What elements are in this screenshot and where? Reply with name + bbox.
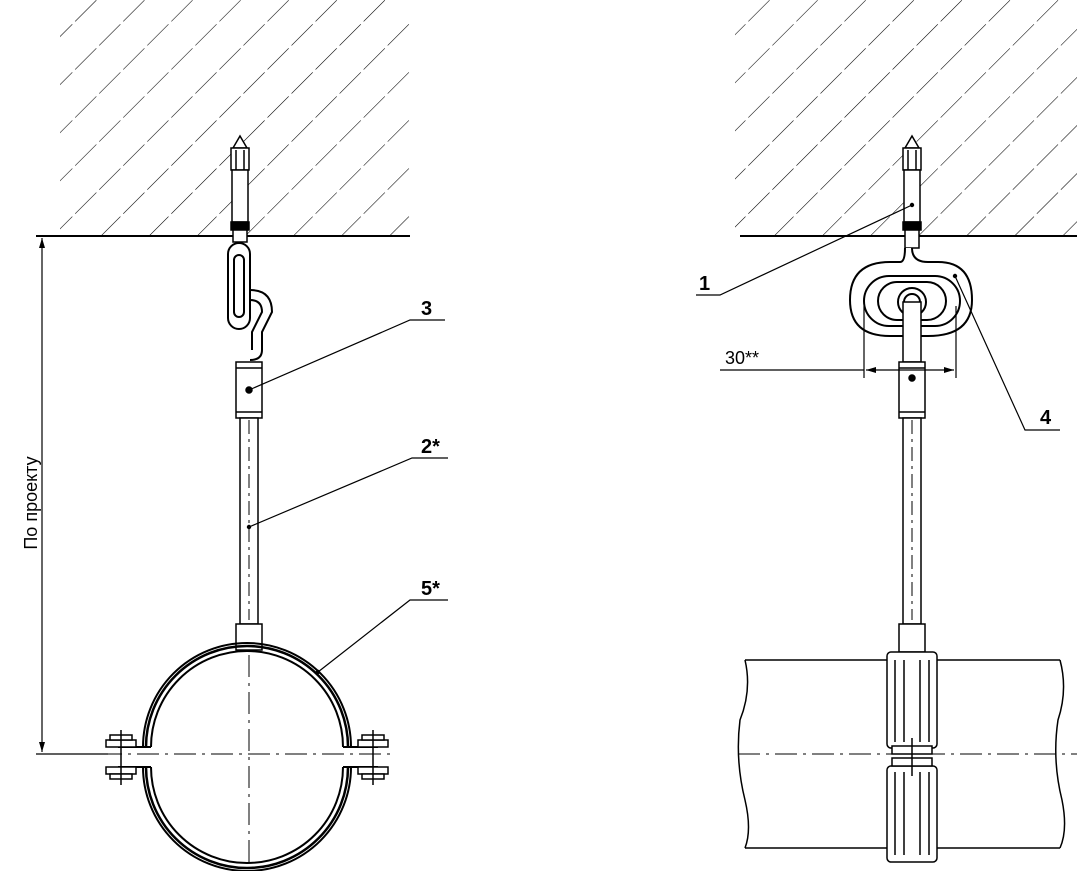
callout-3: 3 — [421, 298, 432, 320]
threaded-rod-left — [235, 417, 263, 651]
pipe-clamp-right — [886, 651, 938, 863]
callout-2: 2* — [421, 436, 440, 458]
leader-lines-left — [248, 319, 448, 673]
callout-1: 1 — [699, 273, 710, 295]
anchor-bolt-right — [902, 134, 922, 249]
centerlines-left — [100, 655, 395, 865]
callout-4: 4 — [1040, 407, 1052, 429]
threaded-rod-right — [898, 301, 926, 653]
right-view: 30** 1 4 — [696, 0, 1077, 863]
anchor-bolt-left — [230, 134, 250, 243]
left-view: По проекту 3 2* 5* — [21, 0, 448, 871]
leader-dots-left — [246, 387, 321, 675]
pipe-clamp-left — [105, 642, 389, 871]
leader-lines-right — [696, 204, 1060, 431]
hook-eye-left — [227, 242, 274, 361]
ceiling-slab-left — [36, 0, 410, 237]
leader-dots-right — [909, 202, 958, 279]
width-dimension — [720, 306, 957, 378]
callout-5: 5* — [421, 578, 440, 600]
height-dimension-label: По проекту — [21, 456, 41, 549]
height-dimension — [36, 238, 108, 755]
width-dimension-label: 30** — [725, 348, 759, 368]
